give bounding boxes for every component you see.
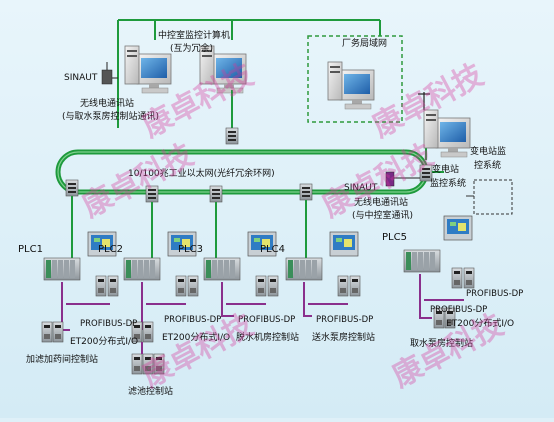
substation-monitor-label: 变电站 <box>432 163 459 175</box>
plc2-label: PLC2 <box>98 244 123 255</box>
wireless-station-note: (与取水泵房控制站通讯) <box>62 110 159 122</box>
et200-label-1: ET200分布式I/O <box>70 335 138 347</box>
station-dewater-label: 脱水机房控制站 <box>236 331 299 343</box>
station-intake-label: 取水泵房控制站 <box>410 337 473 349</box>
plc1-label: PLC1 <box>18 244 43 255</box>
sinaut-left-label: SINAUT <box>64 73 98 83</box>
profibus-label-5: PROFIBUS-DP <box>466 289 523 299</box>
station-filter-label: 滤池控制站 <box>128 385 173 397</box>
station-dosing-label: 加滤加药间控制站 <box>26 353 98 365</box>
profibus-label-3: PROFIBUS-DP <box>238 315 295 325</box>
substation-monitor-label-2: 监控系统 <box>430 177 466 189</box>
wireless-station-right-note: (与中控室通讯) <box>352 209 413 221</box>
ring-switch-4 <box>299 183 313 201</box>
plc5-label: PLC5 <box>382 232 407 243</box>
profibus-label-4: PROFIBUS-DP <box>316 315 373 325</box>
profibus-label-2: PROFIBUS-DP <box>164 315 221 325</box>
ring-switch-3 <box>209 185 223 203</box>
sinaut-right-device <box>385 171 420 187</box>
sinaut-right-label: SINAUT <box>344 183 378 193</box>
ethernet-ring-label: 10/100兆工业以太网(光纤冗余环网) <box>128 167 275 179</box>
core-switch <box>225 127 239 145</box>
top-ethernet-bus <box>117 19 381 128</box>
et200-label-2: ET200分布式I/O <box>162 331 230 343</box>
substation-system-label-2: 控系统 <box>474 159 501 171</box>
plc4-label: PLC4 <box>260 244 285 255</box>
wireless-station-right-label: 无线电通讯站 <box>354 196 408 208</box>
wireless-station-label: 无线电通讯站 <box>80 97 134 109</box>
profibus-label-1: PROFIBUS-DP <box>80 319 137 329</box>
right-wireless-antenna <box>418 92 430 110</box>
profibus-label-6: PROFIBUS-DP <box>430 305 487 315</box>
factory-lan-label: 厂务局域网 <box>342 37 387 49</box>
factory-lan-box <box>307 35 403 123</box>
sinaut-left-device <box>101 62 118 85</box>
plc3-label: PLC3 <box>178 244 203 255</box>
substation-system-box <box>473 179 513 215</box>
et200-label-3: ET200分布式I/O <box>446 317 514 329</box>
central-computers-label: 中控室监控计算机 <box>158 29 230 41</box>
substation-system-label: 变电站监 <box>470 145 506 157</box>
redundant-label: (互为冗余) <box>170 42 213 54</box>
station-pumping-label: 送水泵房控制站 <box>312 331 375 343</box>
